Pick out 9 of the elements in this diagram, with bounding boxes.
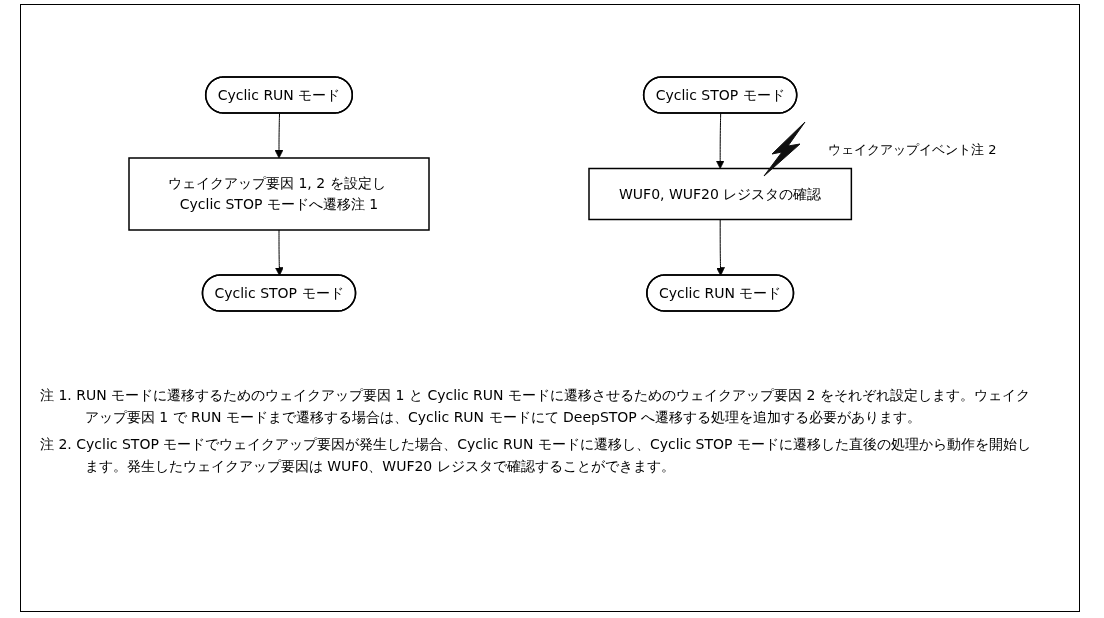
- arrow: [274, 113, 284, 159]
- arrow: [715, 113, 725, 169]
- footnote-text: 注 1. RUN モードに遷移するためのウェイクアップ要因 1 と Cyclic RUN モードに遷移させるためのウェイクアップ要因 2 をそれぞれ設定します。ウェイクアップ要因 1 で RUN モードまで遷移する場合は、Cyclic RUN モードにて DeepSTOP へ遷移する処理を追加する必要があります。: [40, 386, 1031, 427]
- node-box: WUF0, WUF20 レジスタの確認: [588, 167, 852, 221]
- footnote-text: 注 2. Cyclic STOP モードでウェイクアップ要因が発生した場合、Cyclic RUN モードに遷移し、Cyclic STOP モードに遷移した直後の処理から動作を開始します。発生したウェイクアップ要因は WUF0、WUF20 レジスタで確認することができます。: [40, 435, 1032, 477]
- arrow: [715, 219, 725, 276]
- node-box: ウェイクアップ要因 1, 2 を設定し Cyclic STOP モードへ遷移注 1: [128, 157, 430, 231]
- event-label: ウェイクアップイベント注 2: [828, 141, 997, 159]
- arrow: [274, 229, 284, 276]
